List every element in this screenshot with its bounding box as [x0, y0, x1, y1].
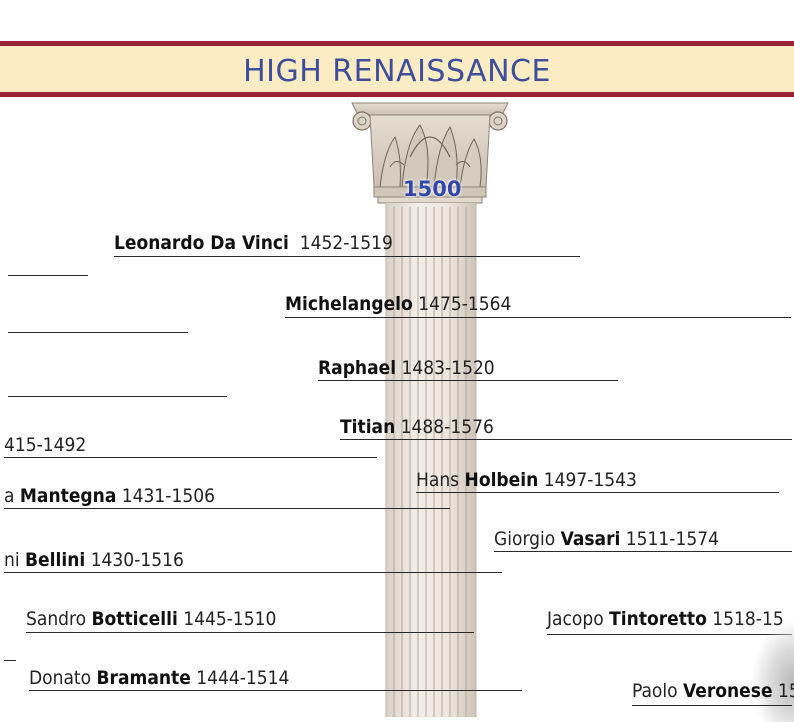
timeline-line-partial	[4, 457, 377, 458]
artist-dates: 1497-1543	[543, 469, 637, 491]
artist-first-name: Jacopo	[547, 608, 604, 630]
artist-label-holbein: Hans Holbein 1497-1543	[416, 468, 637, 492]
artist-name: Botticelli	[91, 608, 178, 630]
artist-dates: 1488-1576	[400, 416, 494, 438]
artist-first-name: Sandro	[26, 608, 87, 630]
timeline-line-tintoretto	[547, 634, 792, 635]
artist-dates: 1511-1574	[625, 528, 719, 550]
timeline-line-titian	[340, 439, 792, 440]
artist-label-tintoretto: Jacopo Tintoretto 1518-15	[547, 607, 784, 631]
timeline-line-botticelli	[26, 632, 474, 633]
timeline-line-michelangelo	[285, 317, 791, 318]
artist-first-name: ni	[4, 549, 20, 571]
timeline-line-bellini	[4, 572, 502, 573]
artist-label-mantegna: a Mantegna 1431-1506	[4, 484, 215, 508]
artist-dates: 1445-1510	[183, 608, 277, 630]
artist-label-bramante: Donato Bramante 1444-1514	[29, 666, 289, 690]
artist-name: Holbein	[464, 469, 539, 491]
artist-dates: 1431-1506	[121, 485, 215, 507]
artist-first-name: Hans	[416, 469, 460, 491]
artist-label-leonardo: Leonardo Da Vinci 1452-1519	[114, 231, 393, 255]
page-title: HIGH RENAISSANCE	[243, 54, 551, 89]
artist-name: Leonardo Da Vinci	[114, 232, 289, 254]
artist-first-name: Donato	[29, 667, 92, 689]
timeline-line-fragment	[8, 275, 88, 276]
artist-dates: 415-1492	[4, 434, 87, 456]
artist-label-veronese: Paolo Veronese 15	[632, 679, 794, 703]
artist-name: Bramante	[96, 667, 191, 689]
artist-name: Veronese	[683, 680, 773, 702]
artist-label-vasari: Giorgio Vasari 1511-1574	[494, 527, 719, 551]
artist-dates: 1430-1516	[90, 549, 184, 571]
year-marker-1500: 1500	[403, 177, 462, 201]
timeline-line-mantegna	[4, 508, 450, 509]
timeline-line-holbein	[416, 492, 779, 493]
artist-label-bellini: ni Bellini 1430-1516	[4, 548, 184, 572]
timeline-line-leonardo	[114, 256, 580, 257]
timeline-line-bramante	[29, 690, 522, 691]
timeline-line-raphael	[318, 380, 618, 381]
timeline-line-fragment	[8, 332, 188, 333]
timeline-line-veronese	[632, 705, 792, 706]
artist-label-titian: Titian 1488-1576	[340, 415, 494, 439]
artist-label-partial: 415-1492	[4, 433, 86, 457]
artist-dates: 1452-1519	[299, 232, 393, 254]
artist-name: Bellini	[25, 549, 86, 571]
artist-name: Mantegna	[19, 485, 117, 507]
artist-dates: 1483-1520	[401, 357, 495, 379]
artist-first-name: a	[4, 485, 15, 507]
artist-first-name: Giorgio	[494, 528, 556, 550]
timeline-line-vasari	[494, 551, 792, 552]
artist-name: Michelangelo	[285, 293, 413, 315]
artist-label-michelangelo: Michelangelo 1475-1564	[285, 292, 511, 316]
artist-label-raphael: Raphael 1483-1520	[318, 356, 495, 380]
artist-label-botticelli: Sandro Botticelli 1445-1510	[26, 607, 276, 631]
artist-first-name: Paolo	[632, 680, 678, 702]
corinthian-column	[340, 97, 520, 717]
artist-name: Titian	[340, 416, 396, 438]
artist-name: Raphael	[318, 357, 397, 379]
artist-dates: 15	[777, 680, 794, 702]
artist-dates: 1444-1514	[196, 667, 290, 689]
header-band: HIGH RENAISSANCE	[0, 41, 794, 97]
artist-name: Tintoretto	[609, 608, 707, 630]
timeline-line-fragment	[4, 660, 16, 661]
artist-dates: 1475-1564	[418, 293, 512, 315]
artist-name: Vasari	[560, 528, 621, 550]
column-shadow	[752, 622, 794, 722]
timeline-line-fragment	[8, 396, 227, 397]
